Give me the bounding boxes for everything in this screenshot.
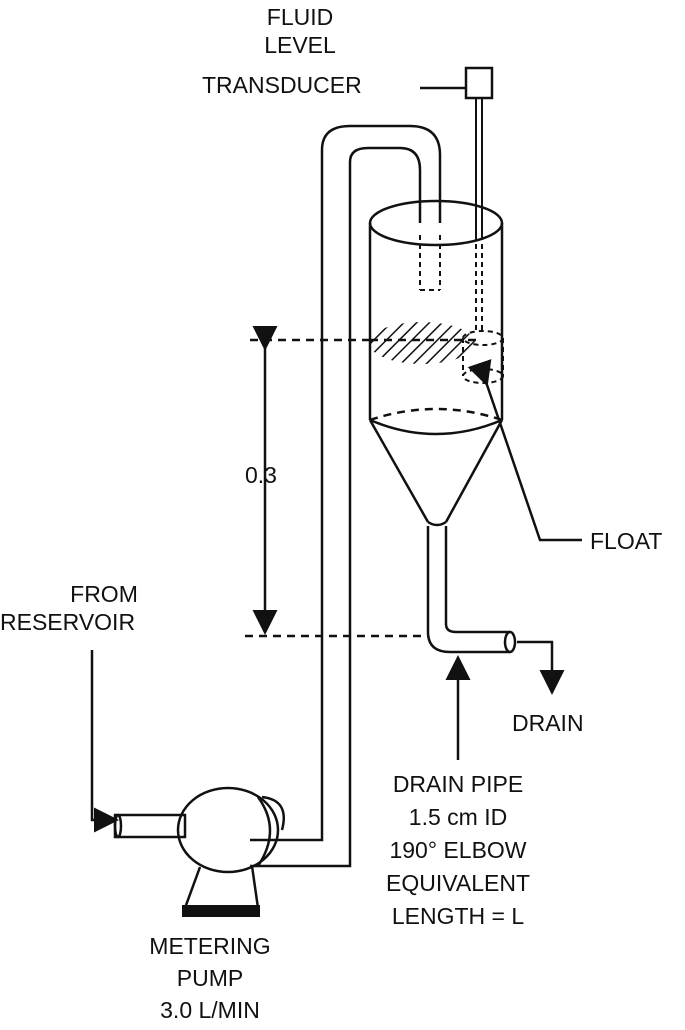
drain-pipe: [426, 526, 565, 695]
inlet-pipe: [250, 124, 442, 868]
reservoir-label: FROM RESERVOIR: [0, 581, 138, 635]
float-pointer: [467, 359, 582, 542]
fluid-surface: [369, 322, 475, 364]
fluid-level-transducer: [420, 66, 494, 330]
drain-pipe-label: DRAIN PIPE 1.5 cm ID 190° ELBOW EQUIVALE…: [386, 771, 530, 929]
transducer-label-line3: TRANSDUCER: [202, 72, 362, 98]
pump-label: METERING PUMP 3.0 L/MIN: [149, 933, 271, 1023]
drain-label: DRAIN: [512, 710, 584, 736]
reservoir-arrow: [90, 650, 119, 833]
dimension-label: 0.3: [245, 462, 277, 488]
metering-pump: [113, 786, 285, 917]
float-label: FLOAT: [590, 528, 663, 554]
level-dimension: [245, 326, 476, 638]
transducer-label: FLUID LEVEL: [264, 4, 336, 58]
separator-vessel: [368, 199, 504, 527]
